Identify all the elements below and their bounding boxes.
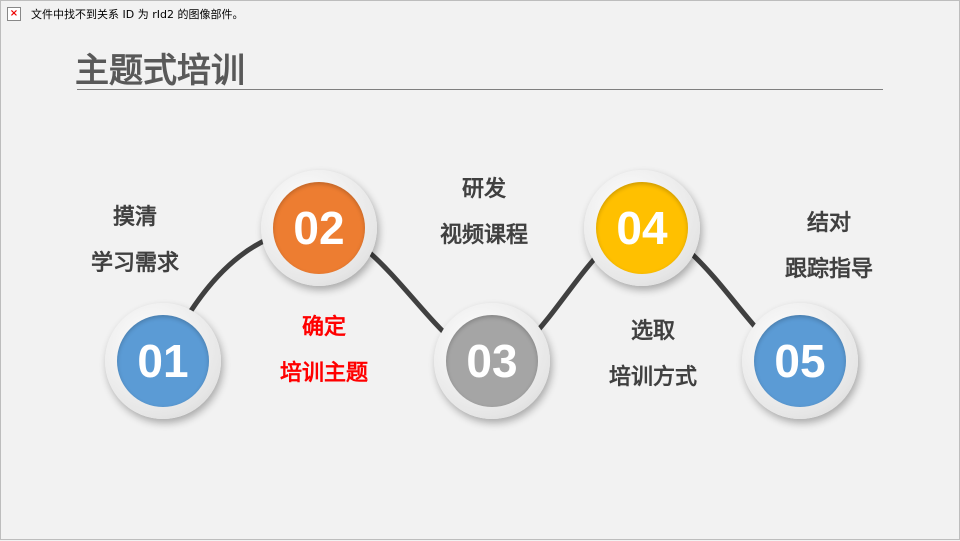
step-number: 03 (446, 315, 538, 407)
label-line: 视频课程 (439, 223, 528, 248)
label-line: 学习需求 (90, 251, 179, 276)
label-line: 研发 (461, 177, 506, 202)
step-circle-01: 01 (105, 303, 221, 419)
step-label-01: 摸清学习需求 (55, 195, 215, 287)
step-number: 01 (117, 315, 209, 407)
step-number: 05 (754, 315, 846, 407)
step-label-05: 结对跟踪指导 (749, 201, 909, 293)
label-line: 结对 (806, 211, 851, 236)
label-line: 培训方式 (608, 365, 697, 390)
step-circle-02: 02 (261, 170, 377, 286)
label-line: 跟踪指导 (784, 257, 873, 282)
slide-title: 主题式培训 (75, 51, 245, 91)
step-label-02: 确定培训主题 (244, 305, 404, 397)
label-line: 选取 (630, 319, 675, 344)
step-circle-03: 03 (434, 303, 550, 419)
title-divider (77, 89, 883, 90)
broken-image-notice: × 文件中找不到关系 ID 为 rId2 的图像部件。 (7, 6, 243, 22)
label-line: 确定 (301, 315, 346, 340)
label-line: 培训主题 (279, 361, 368, 386)
step-label-04: 选取培训方式 (573, 309, 733, 401)
step-circle-04: 04 (584, 170, 700, 286)
step-number: 02 (273, 182, 365, 274)
step-label-03: 研发视频课程 (404, 167, 564, 259)
label-line: 摸清 (112, 205, 157, 230)
step-circle-05: 05 (742, 303, 858, 419)
error-text: 文件中找不到关系 ID 为 rId2 的图像部件。 (31, 8, 244, 21)
step-number: 04 (596, 182, 688, 274)
broken-image-icon: × (7, 7, 21, 21)
